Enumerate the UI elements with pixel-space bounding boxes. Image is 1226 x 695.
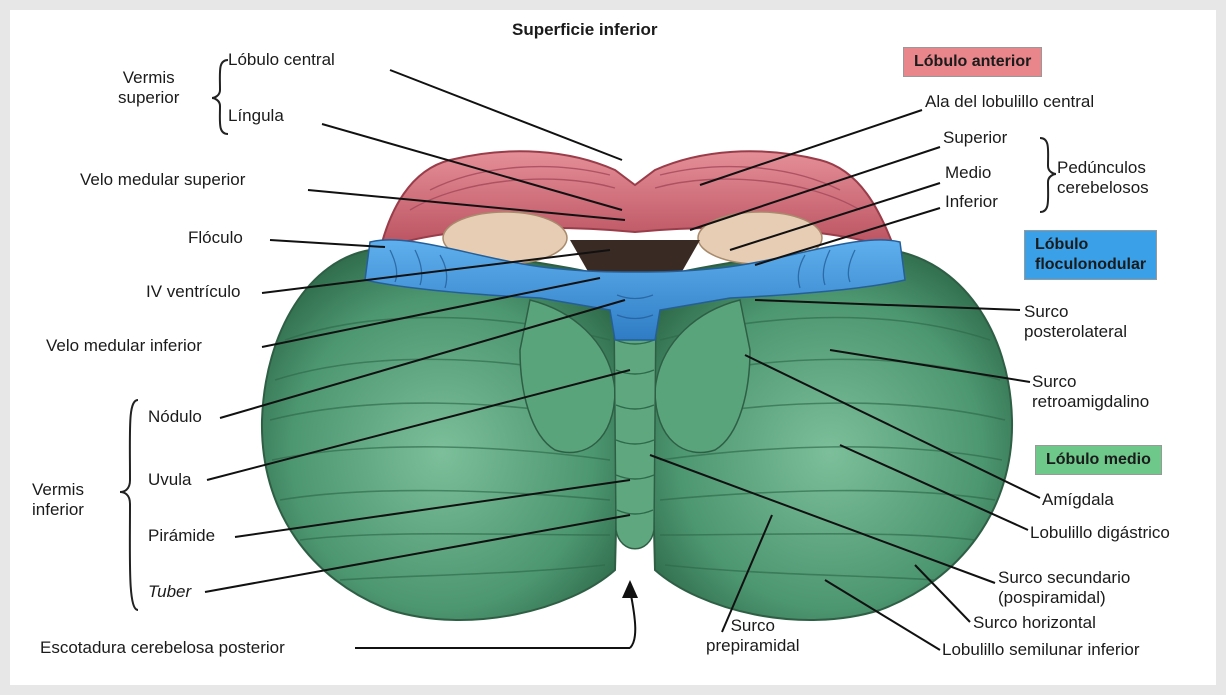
- label-ala-lobulillo-central: Ala del lobulillo central: [925, 92, 1094, 112]
- label-velo-medular-superior: Velo medular superior: [80, 170, 245, 190]
- label-escotadura-cerebelosa-posterior: Escotadura cerebelosa posterior: [40, 638, 285, 658]
- group-pedunculos-cerebelosos: Pedúnculos cerebelosos: [1057, 158, 1149, 198]
- group-vermis-superior: Vermis superior: [118, 68, 179, 108]
- label-uvula: Uvula: [148, 470, 191, 490]
- figure-title: Superficie inferior: [512, 20, 657, 40]
- legend-lobulo-anterior: Lóbulo anterior: [903, 47, 1042, 77]
- label-pedunculo-superior: Superior: [943, 128, 1007, 148]
- label-pedunculo-inferior: Inferior: [945, 192, 998, 212]
- label-velo-medular-inferior: Velo medular inferior: [46, 336, 202, 356]
- label-nodulo: Nódulo: [148, 407, 202, 427]
- label-surco-prepiramidal: Surco prepiramidal: [706, 616, 800, 656]
- label-iv-ventriculo: IV ventrículo: [146, 282, 241, 302]
- label-lobulillo-semilunar-inferior: Lobulillo semilunar inferior: [942, 640, 1139, 660]
- label-lingula: Língula: [228, 106, 284, 126]
- legend-lobulo-medio: Lóbulo medio: [1035, 445, 1162, 475]
- label-tuber: Tuber: [148, 582, 191, 602]
- label-lobulo-central: Lóbulo central: [228, 50, 335, 70]
- escotadura-arrowhead: [622, 580, 638, 598]
- legend-lobulo-floculonodular: Lóbulo floculonodular: [1024, 230, 1157, 280]
- label-surco-retroamigdalino: Surco retroamigdalino: [1032, 372, 1149, 412]
- escotadura-arrow-shaft: [630, 590, 635, 648]
- group-vermis-inferior: Vermis inferior: [32, 480, 84, 520]
- inferior-vermis: [614, 310, 656, 549]
- fourth-ventricle: [570, 240, 700, 275]
- label-lobulillo-digastrico: Lobulillo digástrico: [1030, 523, 1170, 543]
- label-amigdala: Amígdala: [1042, 490, 1114, 510]
- label-piramide: Pirámide: [148, 526, 215, 546]
- figure-frame: Superficie inferior Lóbulo anterior Lóbu…: [10, 10, 1216, 685]
- label-surco-secundario: Surco secundario (pospiramidal): [998, 568, 1130, 608]
- label-surco-posterolateral: Surco posterolateral: [1024, 302, 1127, 342]
- label-pedunculo-medio: Medio: [945, 163, 991, 183]
- label-surco-horizontal: Surco horizontal: [973, 613, 1096, 633]
- label-floculo: Flóculo: [188, 228, 243, 248]
